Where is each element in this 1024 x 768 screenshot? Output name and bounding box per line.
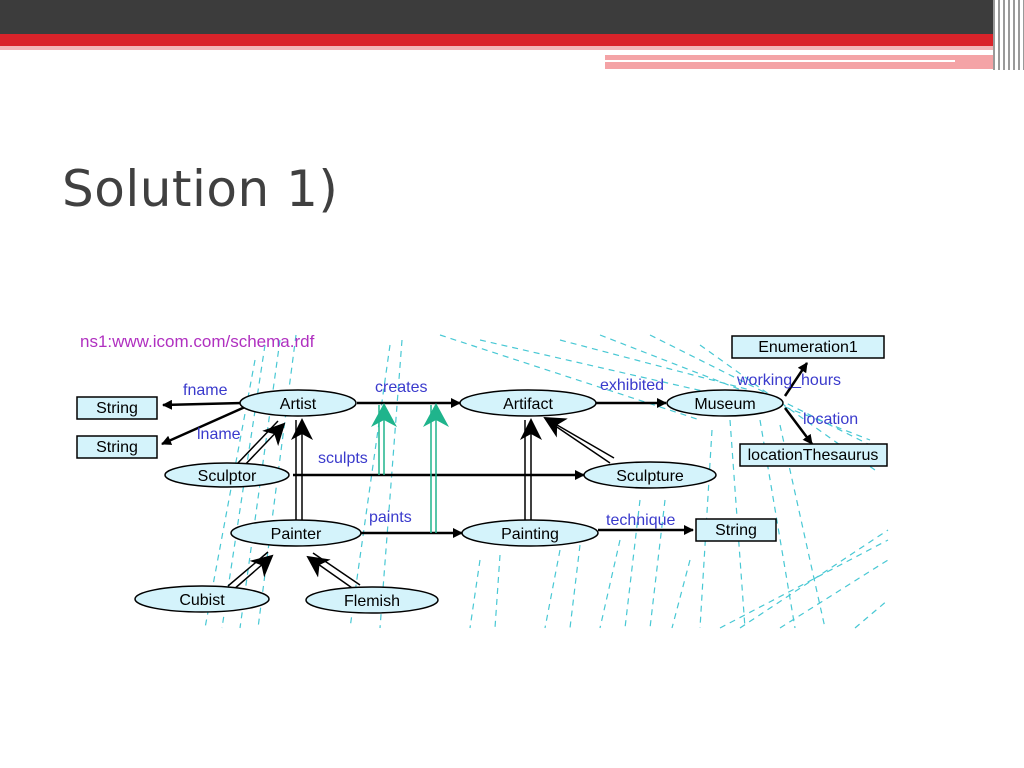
node-painter (230, 519, 362, 547)
node-artifact (459, 389, 597, 417)
edge-label-exhibited: exhibited (600, 377, 664, 394)
node-label-painting: Painting (501, 526, 559, 543)
top-pink-line (0, 46, 1000, 50)
edge-label-creates: creates (375, 379, 427, 396)
subclass-arrows (227, 416, 615, 591)
node-museum (666, 389, 784, 417)
node-enumeration (731, 335, 885, 359)
subproperty-arrows (371, 403, 449, 533)
node-label-museum: Museum (694, 396, 755, 413)
edge-label-paints: paints (369, 509, 412, 526)
node-label-artifact: Artifact (503, 396, 553, 413)
edge-label-technique: technique (606, 512, 675, 529)
node-string-fname (76, 396, 158, 420)
top-dark-bar (0, 0, 1024, 34)
node-string-technique (695, 518, 777, 542)
node-label-cubist: Cubist (179, 592, 225, 609)
node-cubist (134, 585, 270, 613)
node-label-location-thesaurus: locationThesaurus (748, 447, 879, 464)
node-artist (239, 389, 357, 417)
node-label-enumeration: Enumeration1 (758, 339, 858, 356)
node-location-thesaurus (739, 443, 888, 467)
decorative-pink-band (605, 55, 1000, 69)
edge-label-fname: fname (183, 382, 228, 399)
node-label-artist: Artist (280, 396, 317, 413)
node-label-flemish: Flemish (344, 593, 400, 610)
node-painting (461, 519, 599, 547)
namespace-label: ns1:www.icom.com/schema.rdf (80, 332, 315, 351)
edge-label-sculpts: sculpts (318, 450, 368, 467)
node-label-sculptor: Sculptor (198, 468, 257, 485)
edge-label-location: location (803, 411, 858, 428)
node-label-string-lname: String (96, 439, 138, 456)
edge-label-working-hours: working_hours (736, 372, 841, 389)
node-sculpture (583, 461, 717, 489)
decorative-stripes (993, 0, 1024, 70)
top-red-bar (0, 34, 1024, 46)
node-label-string-technique: String (715, 522, 757, 539)
node-string-lname (76, 435, 158, 459)
slide-title: Solution 1) (62, 160, 339, 218)
node-label-sculpture: Sculpture (616, 468, 684, 485)
node-flemish (305, 586, 439, 614)
decorative-white-line (605, 60, 955, 62)
node-sculptor (164, 462, 290, 488)
node-label-painter: Painter (271, 526, 322, 543)
node-label-string-fname: String (96, 400, 138, 417)
edge-label-lname: lname (197, 426, 241, 443)
